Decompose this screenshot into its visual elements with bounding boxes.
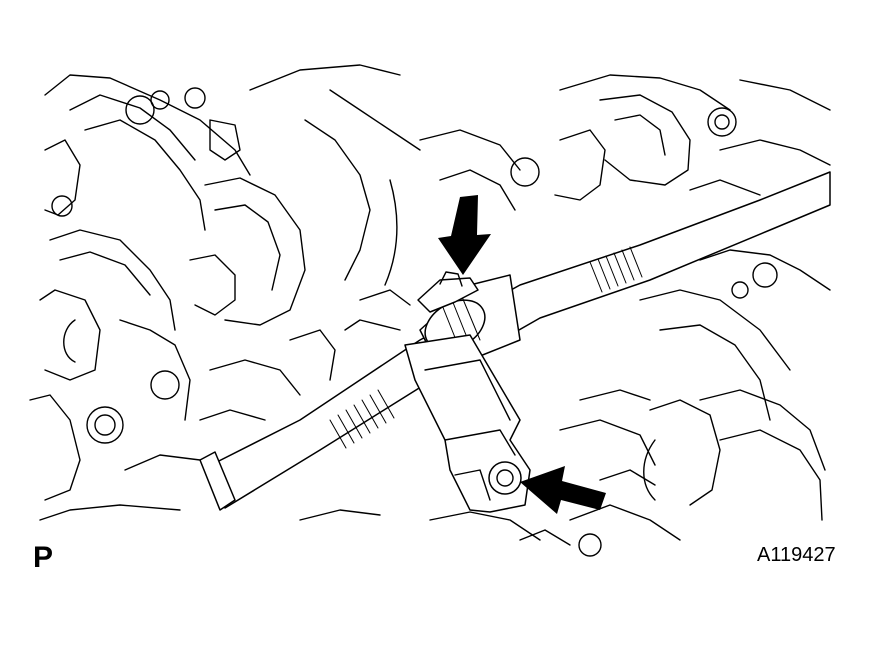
view-code-label: P [33, 541, 54, 574]
engine-background [29, 64, 831, 557]
arrow-left-icon [520, 466, 606, 514]
figure-id-label: A119427 [757, 544, 836, 566]
bracket-bolt [488, 461, 522, 495]
arrow-down-icon [438, 195, 491, 275]
hose-bracket [404, 334, 531, 513]
